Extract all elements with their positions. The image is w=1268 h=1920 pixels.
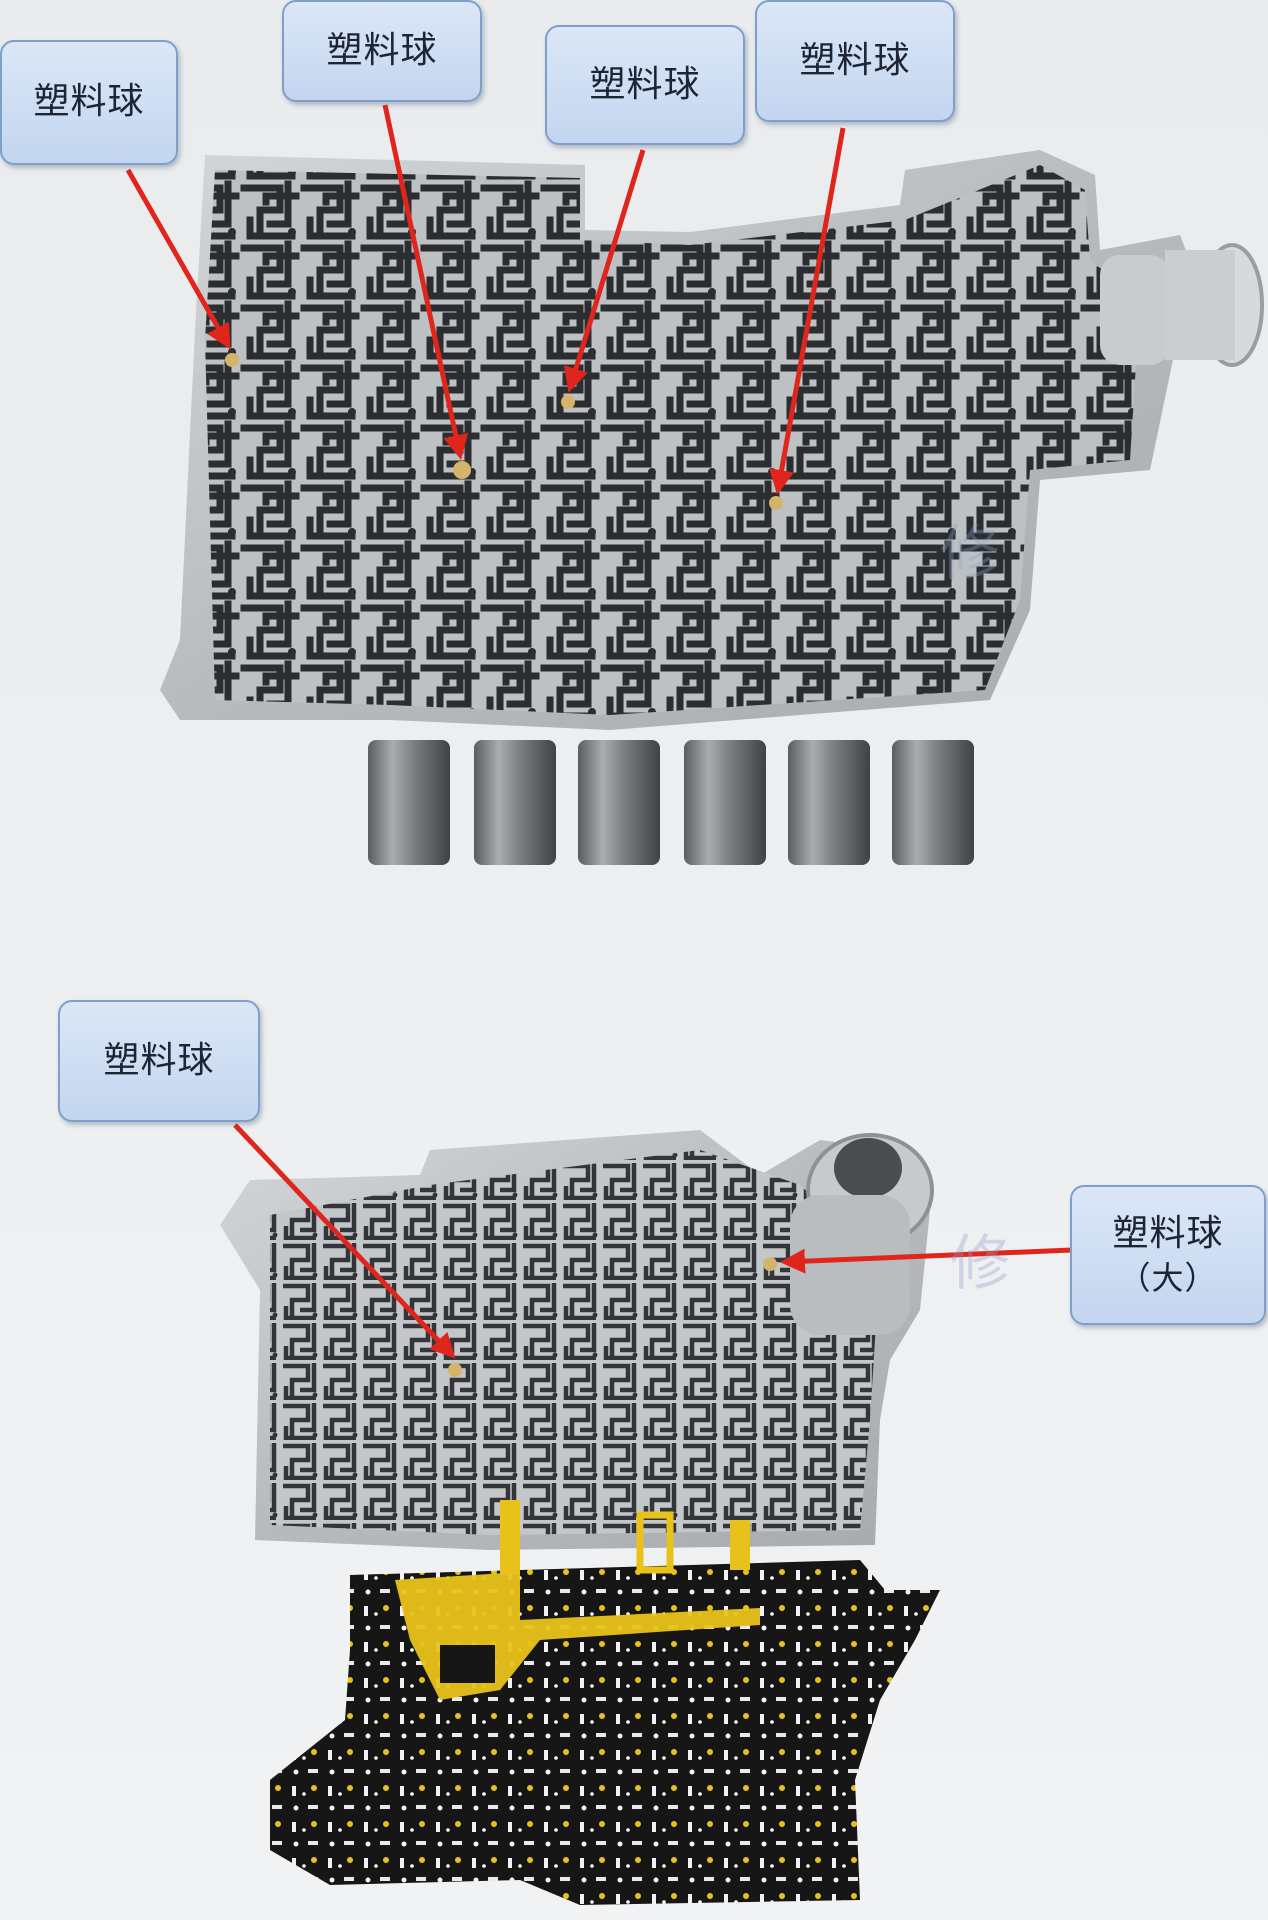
callout-plastic-ball-3: 塑料球	[545, 25, 745, 145]
top-valve-body	[160, 150, 1264, 730]
callout-plastic-ball-2: 塑料球	[282, 0, 482, 102]
pointer-arrows	[125, 104, 1073, 1359]
ball-markers	[225, 353, 783, 1377]
callout-sublabel: （大）	[1118, 1258, 1218, 1297]
callout-label: 塑料球	[33, 81, 145, 123]
callout-label: 塑料球	[799, 39, 911, 81]
callout-label: 塑料球	[103, 1039, 215, 1081]
callout-plastic-ball-5: 塑料球	[58, 1000, 260, 1122]
callout-plastic-ball-4: 塑料球	[755, 0, 955, 122]
callout-label: 塑料球	[589, 63, 701, 105]
bottom-valve-body	[220, 1130, 934, 1550]
solenoid-row	[368, 740, 974, 865]
callout-label: 塑料球	[326, 29, 438, 71]
callout-plastic-ball-1: 塑料球	[0, 40, 178, 165]
callout-plastic-ball-large: 塑料球 （大）	[1070, 1185, 1266, 1325]
separator-gasket	[270, 1500, 940, 1905]
callout-label: 塑料球	[1112, 1212, 1224, 1254]
